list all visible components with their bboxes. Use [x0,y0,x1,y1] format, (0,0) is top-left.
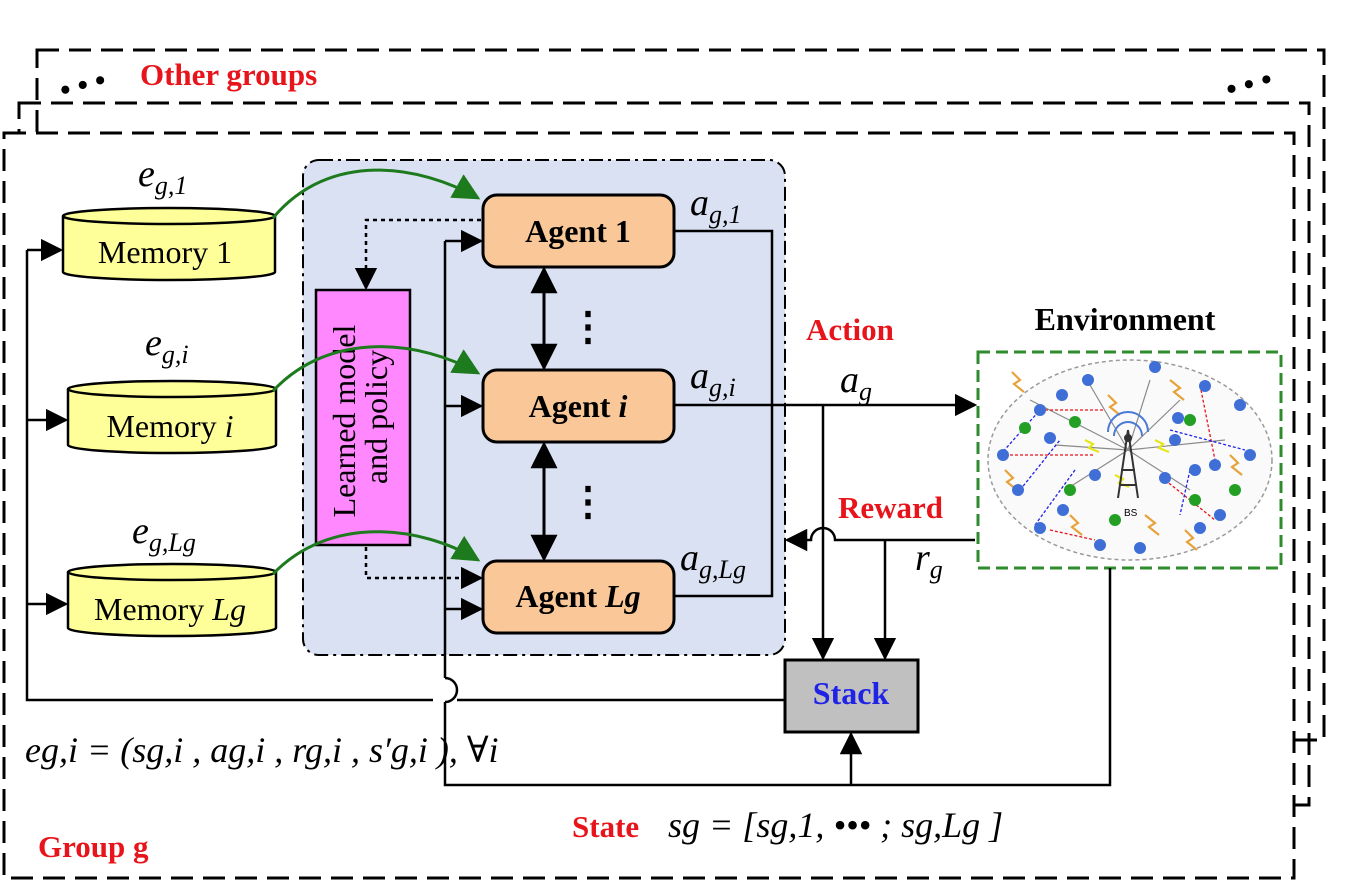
memory-lg-label: Memory Lg [94,591,246,627]
environment-network: BS [987,359,1273,561]
memory-1: Memory 1 [61,206,277,282]
agent-1-label: Agent 1 [525,213,631,249]
memory-1-label: Memory 1 [98,234,232,270]
dots-left: • • • [56,63,109,107]
agent-lg: Agent Lg [481,559,676,635]
agent-1: Agent 1 [481,193,676,269]
agent-1-to-learned-model [354,218,481,291]
action-text: Action [806,312,894,347]
agent-lg-label: Agent Lg [515,578,640,614]
memory-lg: Memory Lg [66,562,278,638]
exp-label-1: eg,1 [138,153,187,200]
memory-i-label: Memory i [106,408,233,444]
exp-label-lg: eg,Lg [132,510,196,557]
memory-i-to-agent-i [271,345,481,393]
environment-title: Environment [1035,301,1216,337]
learned-model-to-agent-lg [364,547,484,590]
group-label: Group g [38,829,149,864]
bs-label: BS [1124,508,1138,519]
reward-text: Reward [838,490,943,525]
memory-i: Memory i [66,379,278,455]
exp-label-i: eg,i [145,322,189,369]
learned-model-box [314,288,412,547]
dots-right: • • • [1222,63,1275,107]
state-text: State [572,809,639,844]
action-label-1: ag,1 [690,182,742,229]
other-group-frame-back [35,48,1326,742]
agent-i-label: Agent i [529,388,628,424]
experience-formula: eg,i = (sg,i , ag,i , rg,i , s′g,i ), ∀i [25,730,499,770]
action-bus [674,229,774,598]
learned-model-label: Learned model and policy [326,317,394,518]
vdots-top: ⋮ [568,304,608,349]
stack-label: Stack [813,675,890,711]
state-loop [443,568,1112,787]
agent-i: Agent i [481,368,676,444]
memory-1-to-agent-1 [271,168,481,219]
state-formula: sg = [sg,1, ••• ; sg,Lg ] [668,805,1003,845]
state-loop-hop [444,676,459,704]
other-groups-label: Other groups [140,57,317,92]
reward-signal: rg [915,537,943,584]
stack-to-memory-bus-left [25,250,433,702]
memory-lg-to-agent-lg [271,530,481,576]
action-signal: ag [840,359,872,406]
vdots-bottom: ⋮ [568,479,608,524]
action-label-lg: ag,Lg [680,537,746,584]
action-label-i: ag,i [690,355,736,402]
